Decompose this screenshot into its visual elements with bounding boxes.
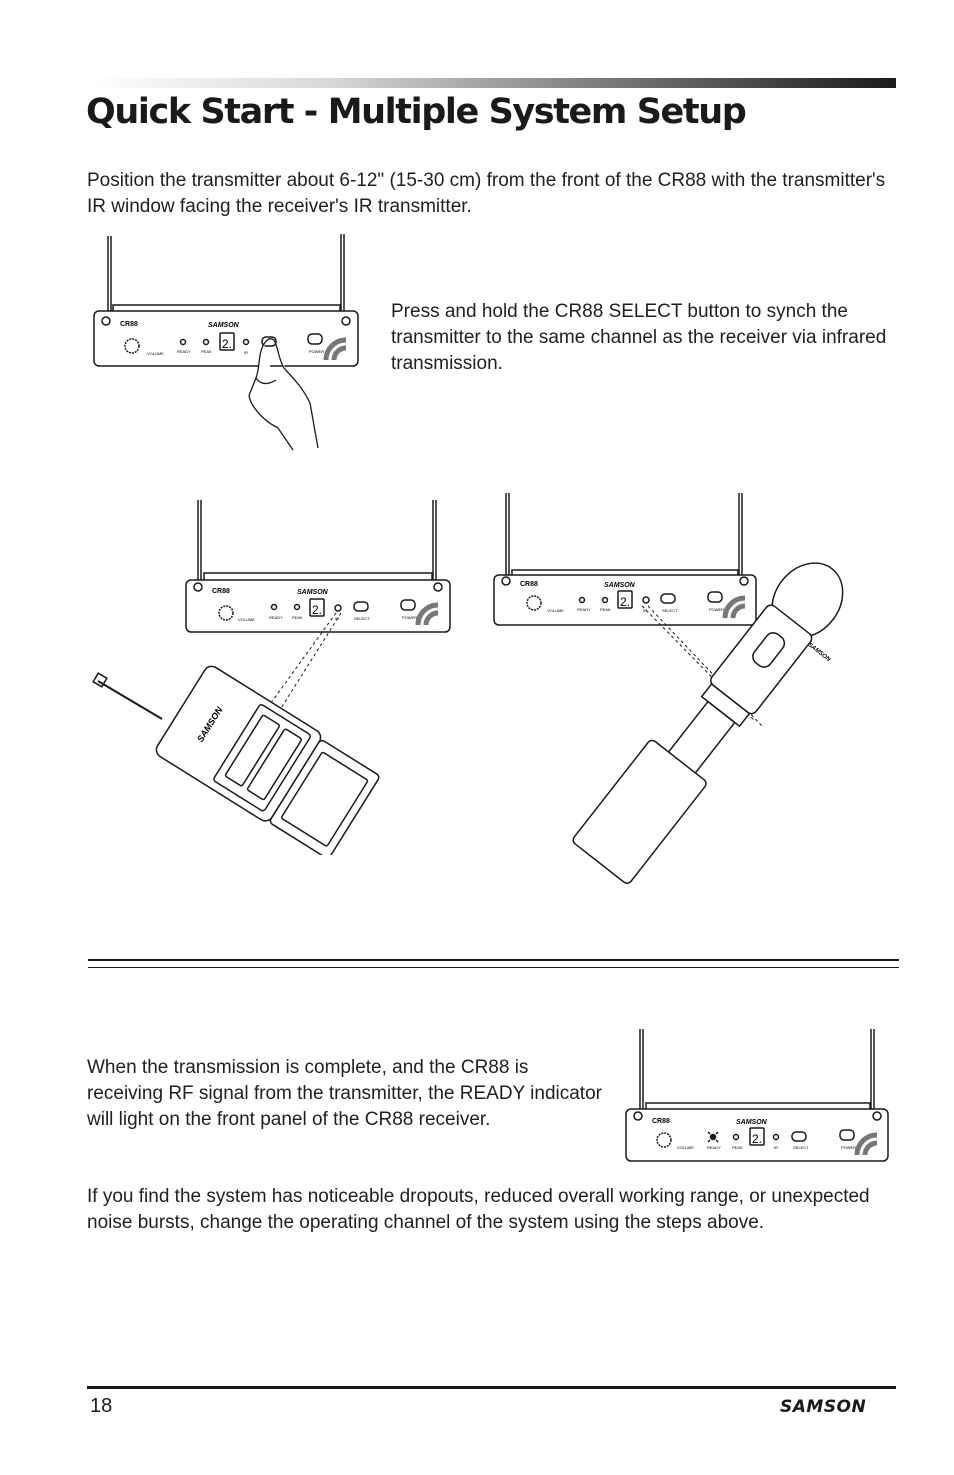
- peak-label: PEAK: [201, 349, 212, 354]
- footer-brand-logo: SAMSON: [780, 1397, 867, 1417]
- peak-label: PEAK: [600, 607, 611, 612]
- power-label: POWER: [402, 615, 417, 620]
- receiver-brand-label: SAMSON: [604, 582, 636, 589]
- select-label: SELECT: [793, 1145, 809, 1150]
- page-title: Quick Start - Multiple System Setup: [86, 92, 747, 132]
- receiver-model-label: CR88: [520, 581, 538, 588]
- ir-label: IR: [643, 608, 647, 613]
- power-label: POWER: [709, 607, 724, 612]
- ready-label: READY: [177, 349, 191, 354]
- press-select-paragraph: Press and hold the CR88 SELECT button to…: [391, 301, 887, 374]
- receiver-brand-label: SAMSON: [297, 589, 329, 596]
- volume-label: VOLUME: [547, 608, 564, 613]
- handheld-sync-illustration: CR88 SAMSON VOLUME READY PEAK 2. IR SELE…: [493, 493, 844, 884]
- ready-label: READY: [577, 607, 591, 612]
- select-label: SELECT: [662, 608, 678, 613]
- bodypack-sync-illustration: CR88 SAMSON VOLUME READY PEAK 2. IR SELE…: [92, 500, 451, 855]
- volume-label: VOLUME: [147, 351, 164, 356]
- hand-icon: [248, 338, 319, 451]
- ready-label: READY: [269, 615, 283, 620]
- section-divider: [88, 959, 899, 961]
- ir-label: IR: [244, 350, 248, 355]
- ready-indicator-paragraph: When the transmission is complete, and t…: [87, 1057, 602, 1130]
- receiver-model-label: CR88: [212, 588, 230, 595]
- ready-label: READY: [707, 1145, 721, 1150]
- channel-display: 2.: [222, 337, 232, 351]
- channel-display: 2.: [752, 1132, 762, 1146]
- receiver-ready-illustration: CR88 SAMSON VOLUME READY PEAK 2. IR SELE…: [625, 1029, 889, 1162]
- ir-label: IR: [335, 616, 339, 621]
- header-gradient-bar: [87, 78, 896, 88]
- select-label: SELECT: [354, 616, 370, 621]
- ir-label: IR: [774, 1145, 778, 1150]
- receiver-select-illustration: CR88 SAMSON VOLUME READY PEAK 2. IR POWE…: [93, 234, 359, 451]
- receiver-brand-label: SAMSON: [208, 322, 240, 329]
- handheld-brand-label: SAMSON: [807, 642, 832, 663]
- channel-display: 2.: [620, 595, 630, 609]
- volume-label: VOLUME: [677, 1145, 694, 1150]
- page-number: 18: [90, 1395, 113, 1417]
- peak-label: PEAK: [292, 615, 303, 620]
- channel-display: 2.: [312, 603, 322, 617]
- dropouts-paragraph: If you find the system has noticeable dr…: [87, 1186, 870, 1233]
- footer-rule: [87, 1386, 896, 1389]
- receiver-model-label: CR88: [652, 1118, 670, 1125]
- power-label: POWER: [309, 349, 324, 354]
- peak-label: PEAK: [732, 1145, 743, 1150]
- intro-paragraph: Position the transmitter about 6-12" (15…: [87, 170, 886, 217]
- volume-label: VOLUME: [238, 617, 255, 622]
- power-label: POWER: [841, 1145, 856, 1150]
- receiver-model-label: CR88: [120, 321, 138, 328]
- receiver-brand-label: SAMSON: [736, 1119, 768, 1126]
- section-divider-secondary: [88, 967, 899, 968]
